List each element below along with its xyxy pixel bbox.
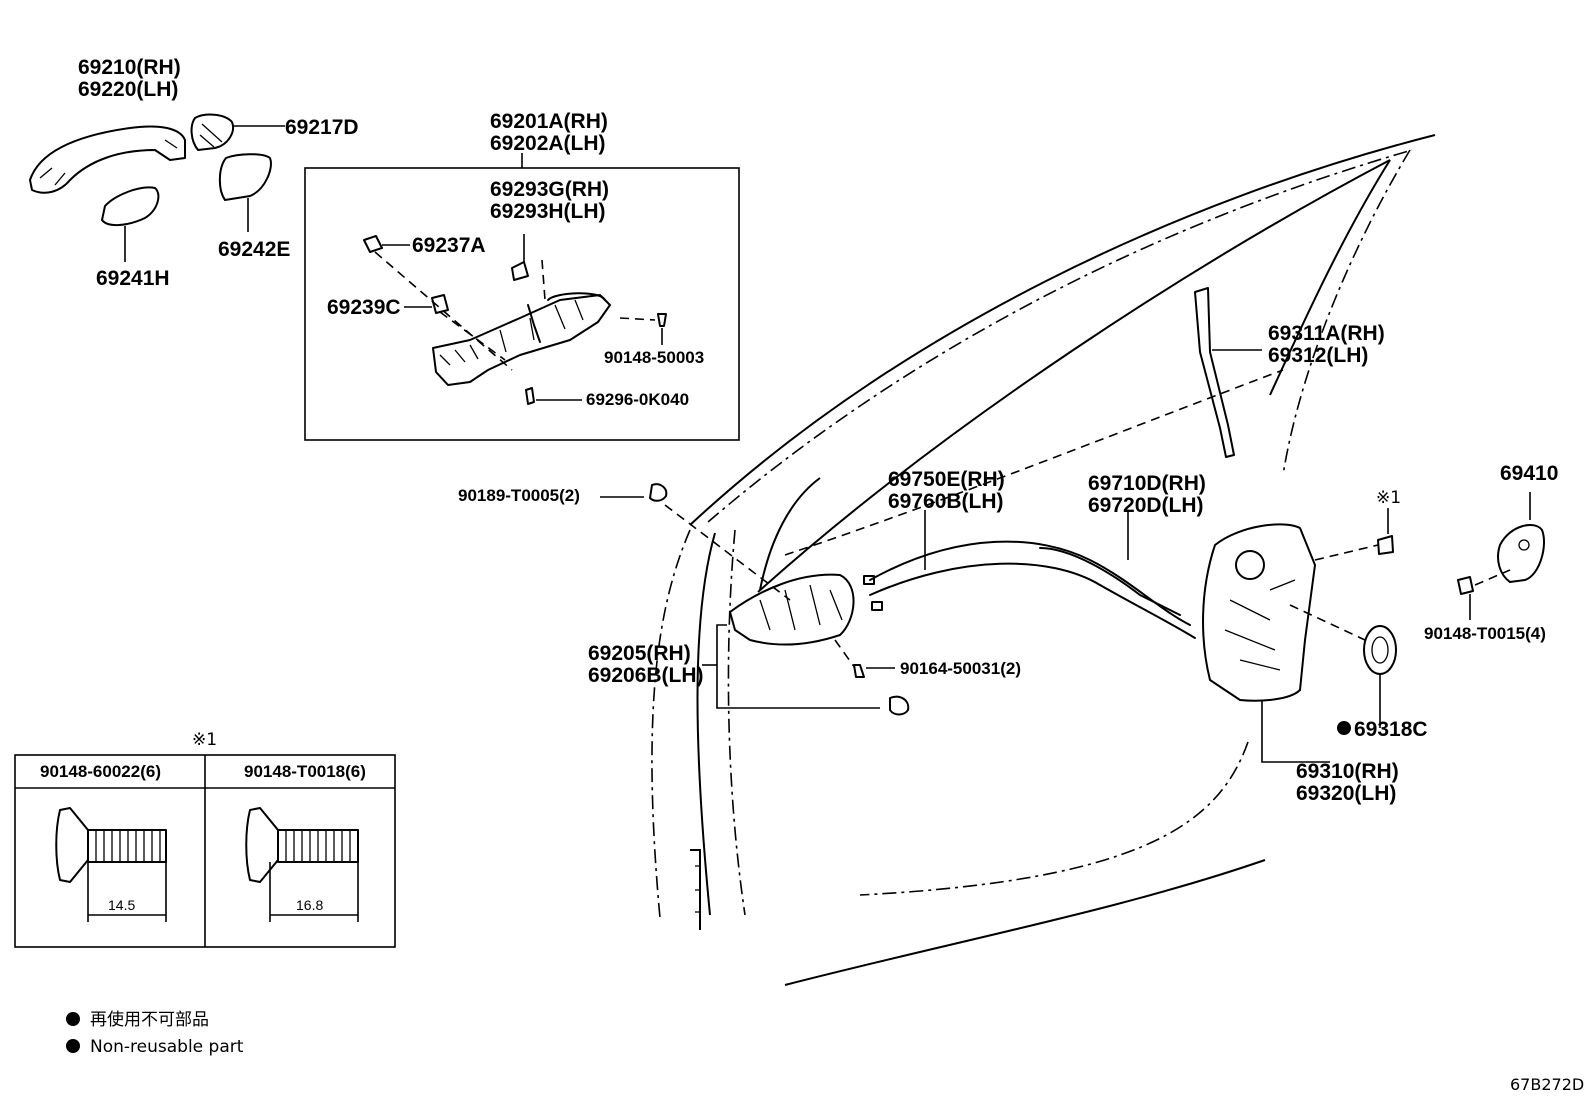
label-inside-handle-rh: 69205(RH) — [588, 642, 691, 665]
door-outline — [651, 134, 1436, 986]
part-labels: 69210(RH) 69220(LH) 69217D 69242E 69241H… — [40, 56, 1558, 913]
label-frame-lh: 69202A(LH) — [490, 132, 606, 155]
table-col2-part: 90148-T0018(6) — [244, 762, 366, 781]
table-col1-dim: 14.5 — [108, 897, 135, 913]
label-screw-90148-t0015: 90148-T0015(4) — [1424, 624, 1546, 643]
label-frame-rh: 69201A(RH) — [490, 110, 608, 133]
label-seal-69318c: 69318C — [1354, 718, 1428, 741]
legend-jp: 再使用不可部品 — [90, 1009, 209, 1030]
label-screw-90148-50003: 90148-50003 — [604, 348, 704, 367]
label-striker: 69410 — [1500, 462, 1558, 485]
label-cover-rh: 69293G(RH) — [490, 178, 609, 201]
table-ref-mark: ※1 — [192, 730, 217, 750]
lock-rod-striker — [1194, 287, 1545, 763]
label-cover-69217d: 69217D — [285, 116, 359, 139]
legend-dot-icon-jp — [66, 1012, 80, 1026]
legend: 再使用不可部品 Non-reusable part — [66, 1009, 244, 1057]
label-clip-69237a: 69237A — [412, 234, 486, 257]
label-cable2-rh: 69710D(RH) — [1088, 472, 1206, 495]
inside-handle-cables — [600, 483, 1196, 716]
label-clip-90189: 90189-T0005(2) — [458, 486, 580, 505]
label-screw-90164: 90164-50031(2) — [900, 659, 1021, 678]
table-col1-part: 90148-60022(6) — [40, 762, 161, 781]
legend-en: Non-reusable part — [90, 1037, 244, 1057]
label-inside-handle-lh: 69206B(LH) — [588, 664, 704, 687]
label-cover-lh: 69293H(LH) — [490, 200, 606, 223]
label-pad-69241h: 69241H — [96, 267, 170, 290]
label-cable2-lh: 69720D(LH) — [1088, 494, 1204, 517]
screw-spec-table — [14, 754, 396, 948]
frame-assembly-box — [304, 153, 740, 441]
label-lock-lh: 69320(LH) — [1296, 782, 1396, 805]
label-rod-rh: 69311A(RH) — [1268, 322, 1385, 345]
label-handle-rh: 69210(RH) — [78, 56, 181, 79]
label-rod-lh: 69312(LH) — [1268, 344, 1368, 367]
label-screw-69296: 69296-0K040 — [586, 390, 689, 409]
label-clip-69239c: 69239C — [327, 296, 401, 319]
label-pad-69242e: 69242E — [218, 238, 290, 261]
legend-dot-icon-en — [66, 1039, 80, 1053]
label-handle-lh: 69220(LH) — [78, 78, 178, 101]
diagram-id: 67B272D — [1510, 1075, 1584, 1094]
outside-handle-group — [29, 113, 285, 262]
label-cable-lh: 69760B(LH) — [888, 490, 1004, 513]
label-cable-rh: 69750E(RH) — [888, 468, 1005, 491]
label-lock-rh: 69310(RH) — [1296, 760, 1399, 783]
table-col2-dim: 16.8 — [296, 897, 323, 913]
label-ref-mark-1: ※1 — [1376, 488, 1401, 508]
non-reusable-dot-icon — [1337, 721, 1351, 735]
